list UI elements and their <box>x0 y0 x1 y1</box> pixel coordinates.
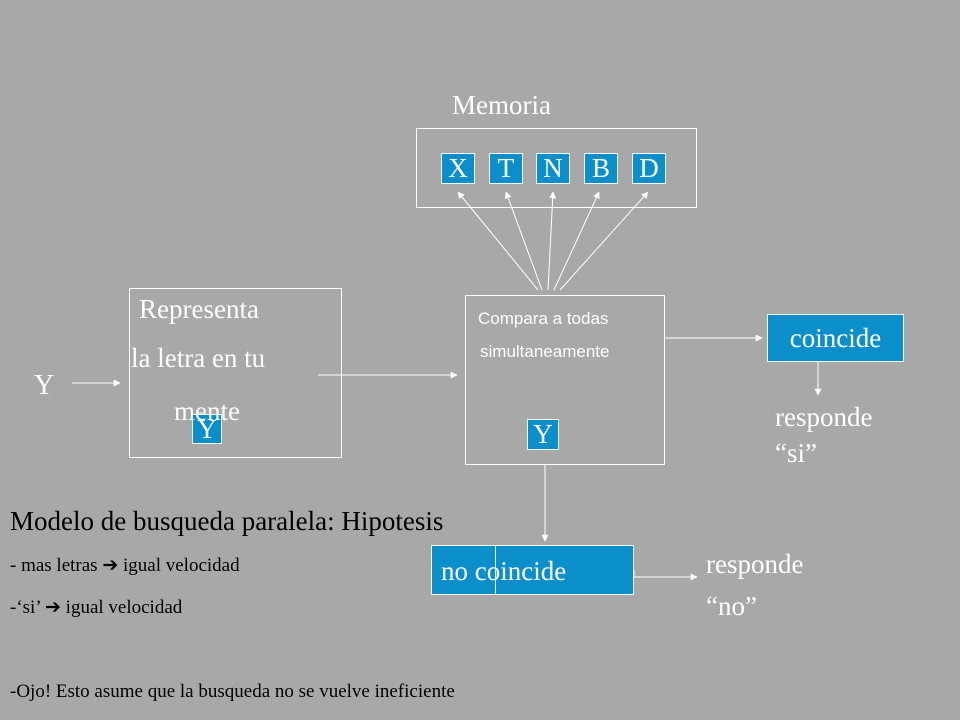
memory-letter-x: X <box>441 153 475 184</box>
responde-no-line-1: responde <box>706 549 804 579</box>
arrow-compare-to-b <box>553 191 600 291</box>
no-coincide-label: no coincide <box>441 556 567 586</box>
no-coincide-box <box>431 545 634 595</box>
notes-line-1-prefix: - mas letras <box>10 555 103 576</box>
memory-title: Memoria <box>452 90 551 120</box>
represent-letter-chip: Y <box>192 414 222 444</box>
memory-letter-t: T <box>489 153 523 184</box>
notes-line-3: -Ojo! Esto asume que la busqueda no se v… <box>10 681 455 702</box>
input-letter: Y <box>34 370 55 401</box>
memory-box <box>416 128 697 208</box>
represent-box <box>129 288 342 458</box>
responde-si-line-2: “si” <box>775 438 817 468</box>
notes-line-1: - mas letras ➔ igual velocidad <box>10 554 240 576</box>
notes-line-1-suffix: igual velocidad <box>118 555 240 576</box>
compare-box <box>465 295 665 465</box>
notes-line-2-suffix: igual velocidad <box>60 597 183 618</box>
memory-letter-d: D <box>632 153 666 184</box>
represent-line-3: mente <box>174 396 240 426</box>
compare-line-1: Compara a todas <box>478 309 609 328</box>
represent-line-2: la letra en tu <box>131 343 266 373</box>
right-arrow-icon: ➔ <box>102 554 119 576</box>
represent-line-1: Representa <box>139 294 259 324</box>
notes-line-2-prefix: -‘si’ <box>10 597 45 618</box>
compare-line-2: simultaneamente <box>480 342 610 361</box>
notes-line-2: -‘si’ ➔ igual velocidad <box>10 596 183 618</box>
memory-letter-b: B <box>584 153 618 184</box>
right-arrow-icon: ➔ <box>45 596 61 618</box>
coincide-box: coincide <box>767 314 904 362</box>
arrow-no-coincide-to-responde-no <box>633 570 698 581</box>
notes-heading: Modelo de busqueda paralela: Hipotesis <box>10 506 444 536</box>
arrow-compare-to-t <box>504 191 543 291</box>
responde-no-line-2: “no” <box>706 591 757 621</box>
arrow-compare-to-n <box>547 191 557 291</box>
arrow-compare-to-d <box>559 191 649 291</box>
arrow-compare-to-x <box>457 191 539 291</box>
no-coincide-overlay-edge <box>495 545 496 595</box>
memory-letter-n: N <box>536 153 570 184</box>
responde-si-line-1: responde <box>775 402 873 432</box>
compare-letter-chip: Y <box>527 419 559 450</box>
